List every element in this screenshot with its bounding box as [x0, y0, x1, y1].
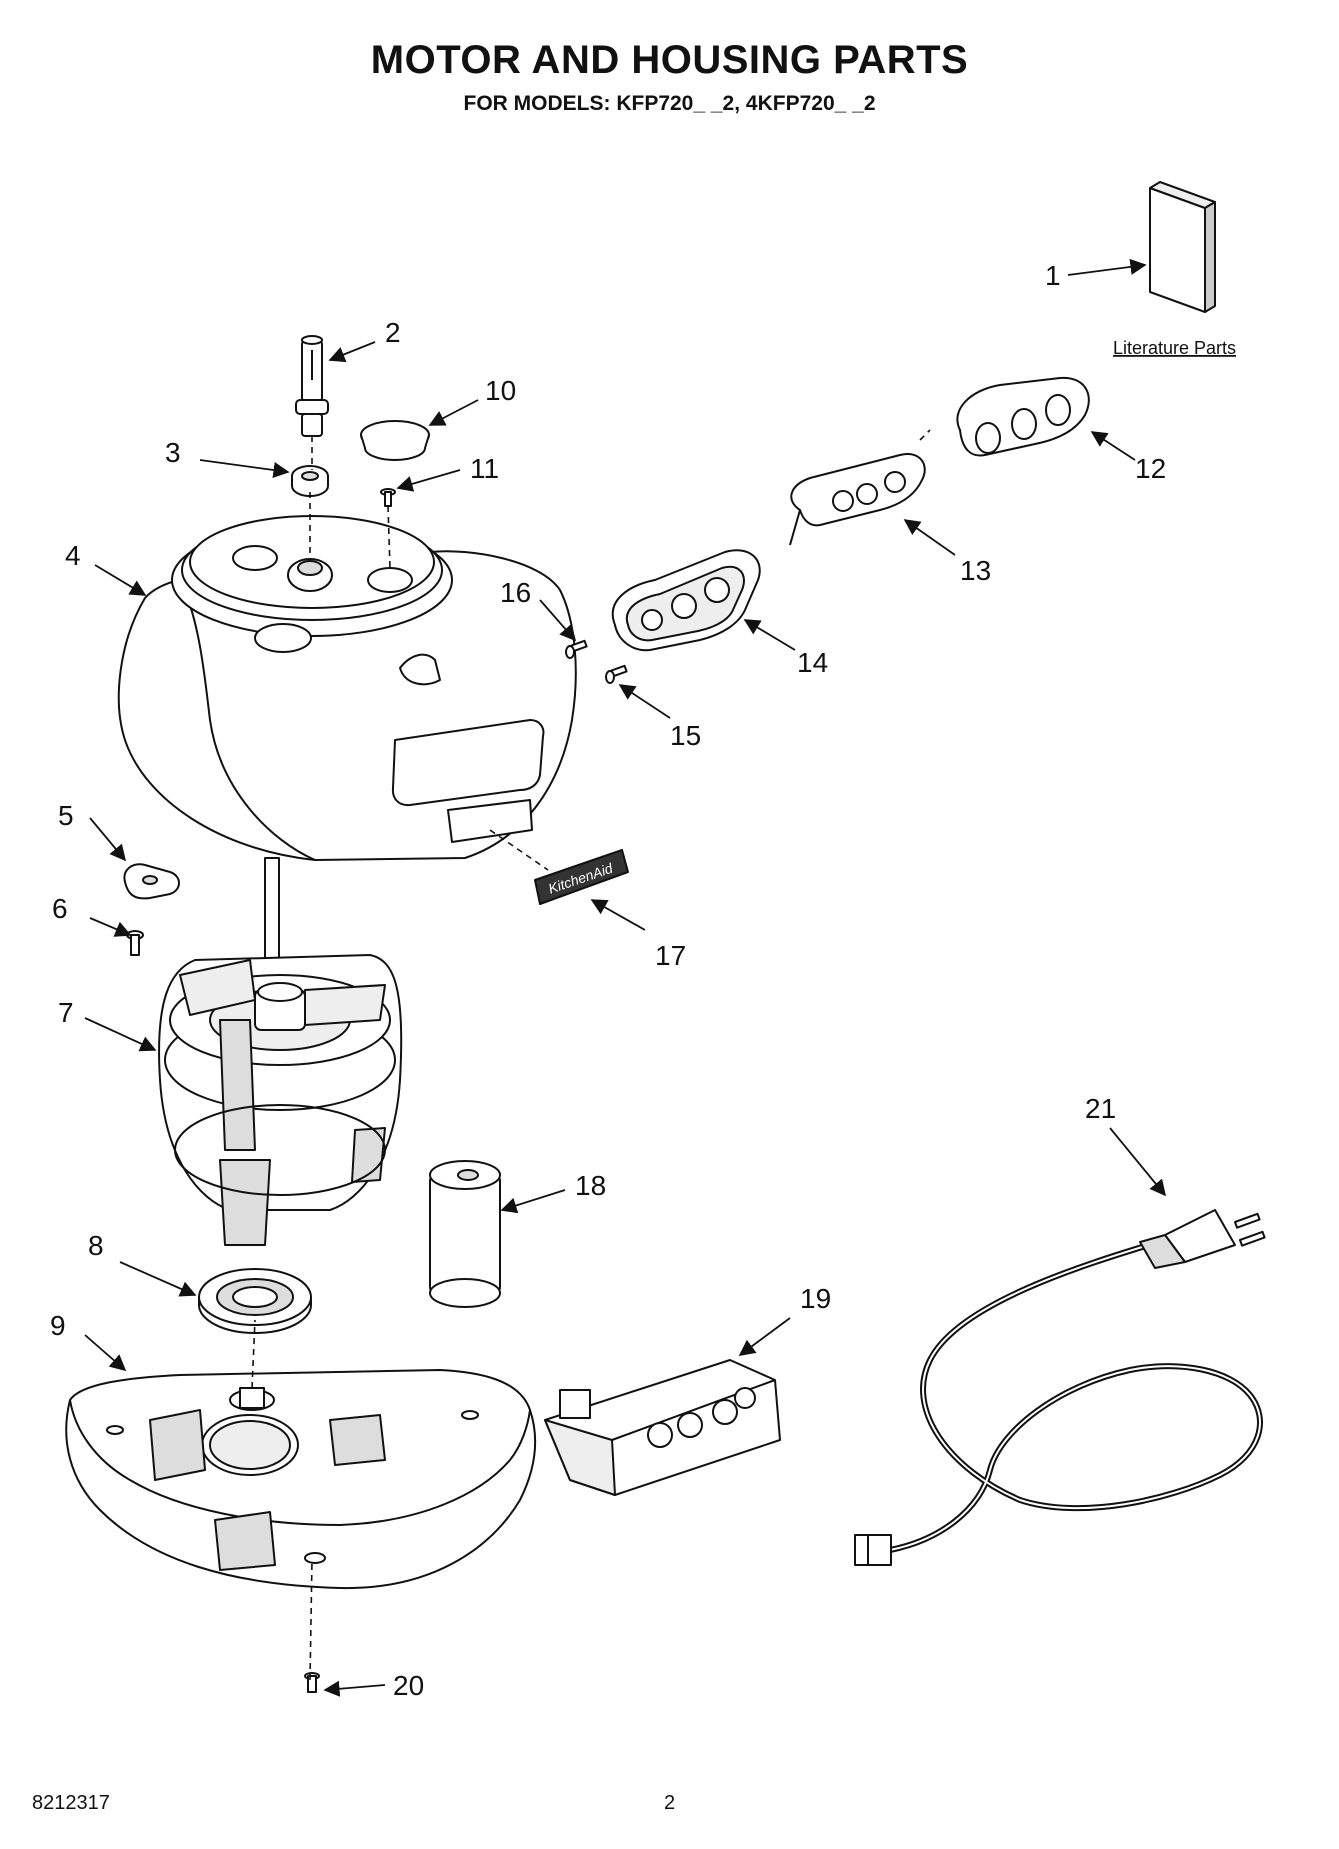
screw-part-20 — [304, 1672, 320, 1693]
bearing-part — [291, 465, 329, 497]
cord-clamp-part — [123, 863, 180, 900]
callout-7: 7 — [58, 997, 74, 1028]
callout-11: 11 — [470, 453, 499, 484]
callout-3: 3 — [165, 437, 181, 468]
document-number: 8212317 — [32, 1792, 110, 1814]
callout-13: 13 — [960, 555, 991, 586]
control-gasket-part — [956, 376, 1090, 457]
literature-booklet-part — [1149, 181, 1216, 313]
callout-4: 4 — [65, 540, 81, 571]
page-number: 2 — [663, 1792, 676, 1814]
shaft-coupler-part — [295, 335, 329, 437]
callout-12: 12 — [1135, 453, 1166, 484]
control-frame-part — [611, 549, 761, 652]
literature-parts-label: Literature Parts — [1113, 338, 1236, 358]
callout-14: 14 — [797, 647, 828, 678]
callout-19: 19 — [800, 1283, 831, 1314]
washer-part — [198, 1268, 312, 1334]
page-title: MOTOR AND HOUSING PARTS — [370, 38, 969, 82]
callout-21: 21 — [1085, 1093, 1116, 1124]
screw-part-16 — [565, 639, 588, 659]
main-housing-part — [117, 515, 577, 861]
callout-9: 9 — [50, 1310, 66, 1341]
callout-6: 6 — [52, 893, 68, 924]
callout-15: 15 — [670, 720, 701, 751]
motor-part — [158, 857, 403, 1246]
callout-5: 5 — [58, 800, 74, 831]
base-part — [65, 1369, 537, 1590]
switch-assembly-part — [544, 1359, 781, 1496]
button-panel-part — [789, 453, 926, 546]
callout-18: 18 — [575, 1170, 606, 1201]
plug-cap-part — [360, 420, 430, 461]
callout-8: 8 — [88, 1230, 104, 1261]
power-cord-part — [854, 1209, 1266, 1566]
capacitor-part — [429, 1160, 501, 1308]
callout-20: 20 — [393, 1670, 424, 1701]
callout-1: 1 — [1045, 260, 1061, 291]
callout-16: 16 — [500, 577, 531, 608]
screw-part-11 — [380, 488, 396, 507]
nameplate-badge-part: KitchenAid — [534, 849, 629, 905]
callout-17: 17 — [655, 940, 686, 971]
page-subtitle: FOR MODELS: KFP720_ _2, 4KFP720_ _2 — [463, 92, 876, 115]
screw-part-15 — [605, 664, 628, 684]
callout-2: 2 — [385, 317, 401, 348]
callout-10: 10 — [485, 375, 516, 406]
